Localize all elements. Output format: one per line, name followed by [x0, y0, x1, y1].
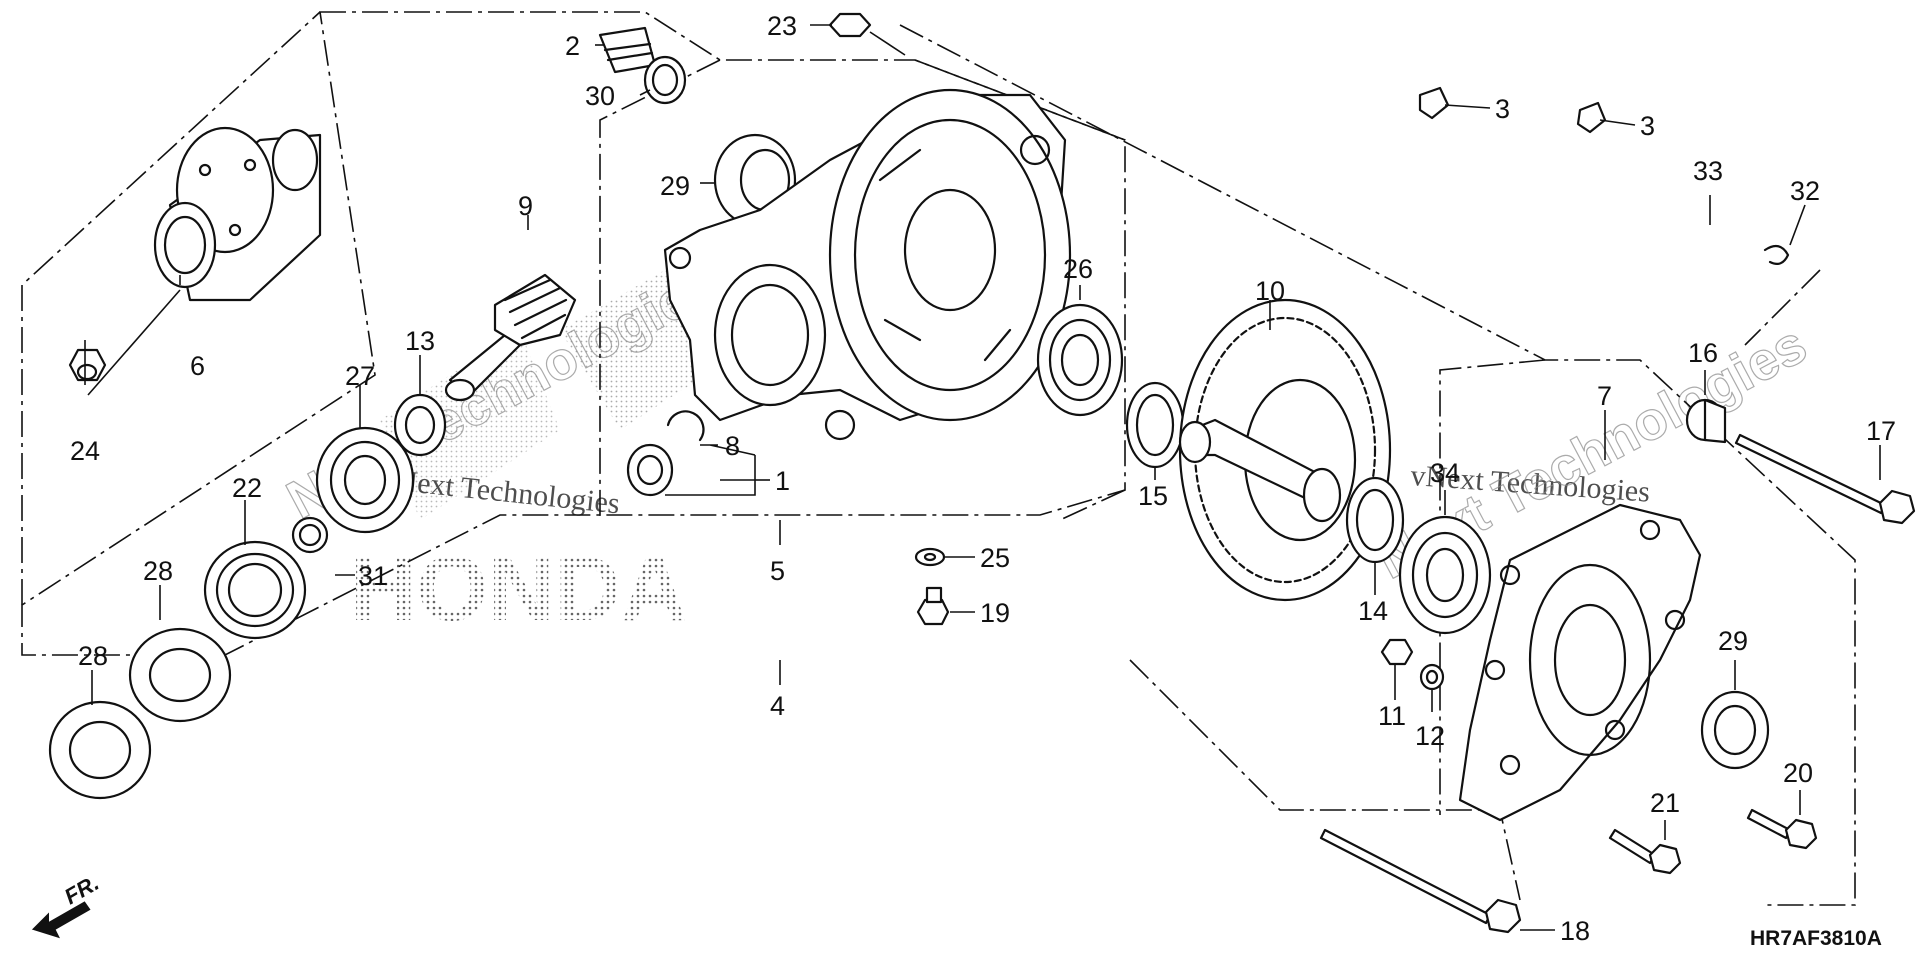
part-12-washer-hole — [1425, 669, 1439, 685]
part-24-nut — [68, 348, 107, 382]
assembly-outlines — [21, 11, 1856, 906]
parts — [28, 12, 1916, 942]
part-22-nut-collar — [203, 540, 307, 640]
honda-watermark: HONDA — [350, 538, 687, 640]
part-32-clamp — [1763, 244, 1790, 265]
part-3-clip-right — [1576, 101, 1607, 134]
callout-28-lower: 28 — [78, 641, 108, 671]
callout-13: 13 — [405, 326, 435, 356]
callout-31: 31 — [358, 561, 388, 591]
outline-cover — [1439, 359, 1546, 815]
part-8-circlip — [666, 410, 705, 442]
diagram-code: HR7AF3810A — [1750, 927, 1882, 950]
callout-27: 27 — [345, 361, 375, 391]
part-28-seal-lower — [48, 700, 152, 800]
part-18-bolt — [1319, 828, 1522, 934]
callout-5: 5 — [770, 556, 785, 586]
part-30-o-ring — [643, 55, 687, 105]
outline-left — [21, 11, 321, 605]
outline-right — [899, 24, 1856, 906]
part-7-gear-case-cover — [1458, 503, 1702, 822]
watermark-wing — [380, 330, 560, 520]
leader-lines — [84, 24, 1881, 931]
callout-4: 4 — [770, 691, 785, 721]
callout-29-upper: 29 — [660, 171, 690, 201]
part-17-bolt — [1734, 433, 1916, 525]
part-15-seal — [1125, 381, 1185, 469]
callout-16: 16 — [1688, 338, 1718, 368]
part-19-bolt — [916, 586, 950, 626]
outline-tube — [1744, 269, 1821, 346]
callout-12: 12 — [1415, 721, 1445, 751]
part-1-bearing — [626, 443, 674, 497]
outline-join — [1059, 489, 1126, 521]
callout-30: 30 — [585, 81, 615, 111]
callout-labels: 2 23 30 29 9 13 27 6 24 22 28 28 31 8 1 … — [70, 11, 1896, 946]
part-23-nut — [828, 12, 872, 38]
callout-15: 15 — [1138, 481, 1168, 511]
callout-7: 7 — [1597, 381, 1612, 411]
part-16-collar — [1685, 398, 1727, 444]
part-31-o-ring — [291, 516, 329, 554]
part-9-pinion-gear — [444, 273, 577, 402]
part-27-bearing — [315, 426, 415, 534]
callout-25: 25 — [980, 543, 1010, 573]
part-10-ring-gear — [1178, 298, 1392, 602]
part-11-bolt — [1380, 638, 1414, 666]
part-21-bolt — [1608, 828, 1682, 875]
part-2-breather — [598, 26, 657, 74]
callout-3-left: 3 — [1495, 94, 1510, 124]
part-25-washer-hole — [923, 552, 937, 562]
outline-top — [914, 59, 1126, 141]
callout-1: 1 — [775, 466, 790, 496]
callout-10: 10 — [1255, 276, 1285, 306]
outline-bottom — [1129, 659, 1521, 901]
part-33-breather-tube-inner — [1233, 116, 1777, 257]
callout-29-lower: 29 — [1718, 626, 1748, 656]
callout-17: 17 — [1866, 416, 1896, 446]
part-5-gear-case — [663, 88, 1072, 441]
callout-14: 14 — [1358, 596, 1388, 626]
part-6-flange — [153, 126, 322, 302]
callout-23: 23 — [767, 11, 797, 41]
callout-26: 26 — [1063, 254, 1093, 284]
part-25-washer — [914, 547, 946, 567]
part-28-seal-upper — [128, 627, 232, 723]
callout-32: 32 — [1790, 176, 1820, 206]
part-12-washer — [1419, 663, 1445, 691]
front-arrow — [28, 898, 94, 942]
callout-34: 34 — [1430, 458, 1460, 488]
part-3-clip-left — [1418, 86, 1450, 120]
part-33-breather-tube — [1233, 117, 1777, 257]
part-26-bearing — [1036, 303, 1124, 417]
callout-24: 24 — [70, 436, 100, 466]
part-14-shim-inner — [1355, 488, 1395, 552]
callout-33: 33 — [1693, 156, 1723, 186]
part-34-bearing — [1398, 515, 1492, 635]
callout-3-right: 3 — [1640, 111, 1655, 141]
part-30-o-ring-inner — [651, 63, 679, 97]
callout-19: 19 — [980, 598, 1010, 628]
callout-2: 2 — [565, 31, 580, 61]
part-20-bolt — [1746, 808, 1818, 850]
part-29-seal-lower — [1700, 690, 1770, 770]
callout-8: 8 — [725, 431, 740, 461]
callout-22: 22 — [232, 473, 262, 503]
callout-18: 18 — [1560, 916, 1590, 946]
front-label: FR. — [60, 870, 103, 909]
callout-9: 9 — [518, 191, 533, 221]
callout-11: 11 — [1378, 701, 1406, 731]
callout-28-upper: 28 — [143, 556, 173, 586]
callout-20: 20 — [1783, 758, 1813, 788]
callout-21: 21 — [1650, 788, 1680, 818]
part-31-o-ring-inner — [298, 523, 322, 547]
callout-6: 6 — [190, 351, 205, 381]
